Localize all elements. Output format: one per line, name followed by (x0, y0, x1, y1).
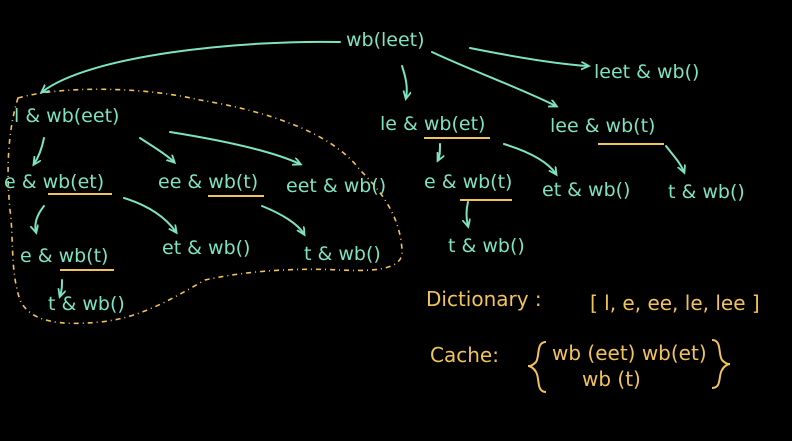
cache-open-brace (527, 341, 547, 393)
node-e-wb-et: e & wb(et) (4, 171, 104, 193)
dictionary-value: [ l, e, ee, le, lee ] (590, 291, 760, 315)
node-middle-e-wb-t: e & wb(t) (424, 171, 512, 193)
edge-left-c (169, 131, 300, 164)
dictionary-label: Dictionary : (426, 287, 542, 311)
cache-line-2: wb (t) (582, 367, 641, 391)
node-eet-wb: eet & wb() (286, 175, 386, 197)
node-e-wb-t: e & wb(t) (20, 245, 108, 267)
edge-middle-a (438, 143, 440, 160)
node-middle-et-wb: et & wb() (542, 179, 630, 201)
edge-left-a1-a1a (60, 279, 62, 296)
root-node: wb(leet) (346, 29, 425, 51)
node-left-t-wb: t & wb() (304, 243, 381, 265)
edge-root-left (42, 40, 341, 92)
edge-left-b (139, 137, 174, 162)
edge-root-middle (401, 65, 407, 98)
node-ee-wb-t: ee & wb(t) (158, 171, 258, 193)
cache-close-brace (711, 339, 731, 389)
node-left-a1a-t-wb: t & wb() (48, 293, 125, 315)
node-lee-wb-t: lee & wb(t) (550, 115, 655, 137)
edge-left-a-a1 (35, 205, 45, 232)
edge-left-a (34, 137, 45, 164)
edge-root-right2 (469, 47, 588, 66)
edge-left-b-b1 (261, 205, 304, 234)
edge-root-right1 (431, 51, 556, 106)
node-right-t-wb: t & wb() (668, 181, 745, 203)
node-leet-wb: leet & wb() (594, 61, 699, 83)
node-middle-t-wb: t & wb() (448, 235, 525, 257)
node-le-wb-et: le & wb(et) (380, 113, 485, 135)
edge-middle-b (503, 143, 556, 174)
edge-middle-a-a1 (467, 201, 469, 226)
edge-left-a-a2 (123, 197, 176, 232)
cache-label: Cache: (430, 343, 499, 367)
node-l-wb-eet: l & wb(eet) (14, 105, 119, 127)
edge-right-a (665, 145, 684, 172)
cache-line-1: wb (eet) wb(et) (552, 341, 707, 365)
node-et-wb: et & wb() (162, 237, 250, 259)
